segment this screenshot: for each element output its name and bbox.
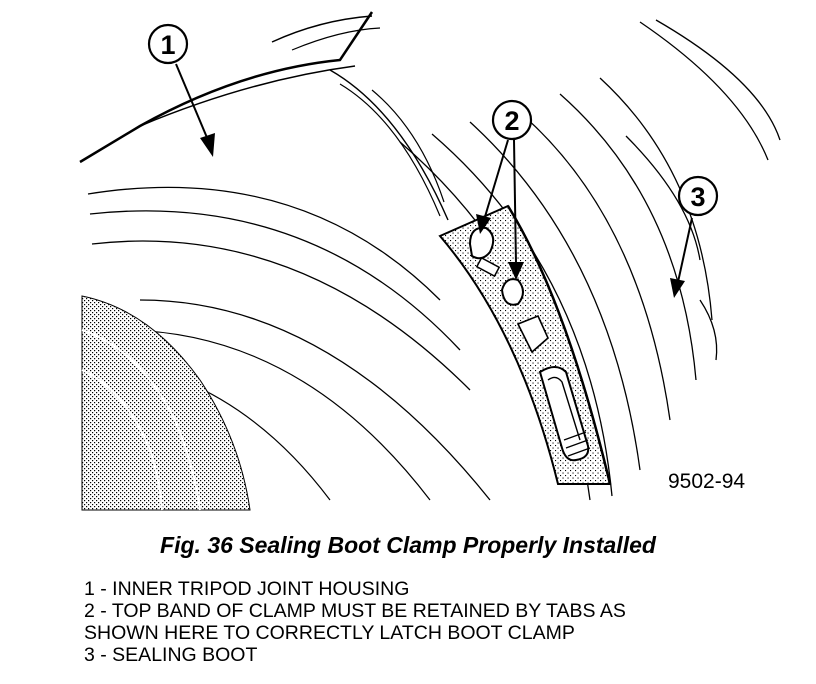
callout-1-number: 1 bbox=[160, 30, 175, 60]
figure-code: 9502-94 bbox=[668, 470, 745, 493]
clamp-illustration: 1 2 3 9502-94 bbox=[79, 11, 781, 511]
figure-caption: Fig. 36 Sealing Boot Clamp Properly Inst… bbox=[160, 532, 656, 558]
legend-item-2: 2 - TOP BAND OF CLAMP MUST BE RETAINED B… bbox=[84, 600, 626, 622]
legend-item-1: 1 - INNER TRIPOD JOINT HOUSING bbox=[84, 578, 410, 600]
housing-shaded-bore bbox=[81, 295, 251, 511]
legend-item-3: 3 - SEALING BOOT bbox=[84, 644, 258, 666]
callout-3: 3 bbox=[670, 175, 719, 298]
callout-2-number: 2 bbox=[504, 106, 519, 136]
retaining-tabs bbox=[468, 226, 524, 306]
housing bbox=[79, 11, 491, 501]
legend-item-2-continued: SHOWN HERE TO CORRECTLY LATCH BOOT CLAMP bbox=[84, 622, 575, 644]
legend: 1 - INNER TRIPOD JOINT HOUSING 2 - TOP B… bbox=[84, 578, 804, 666]
boot-clamp-band bbox=[438, 204, 612, 485]
callout-2: 2 bbox=[476, 99, 533, 280]
callout-3-number: 3 bbox=[690, 182, 705, 212]
callout-1: 1 bbox=[147, 23, 215, 157]
